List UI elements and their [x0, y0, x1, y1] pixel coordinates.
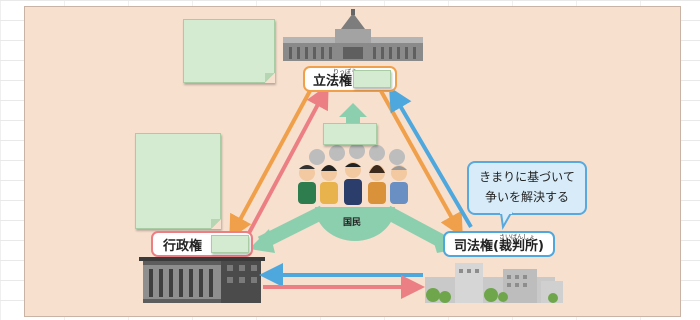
executive-node: 行政権 [151, 231, 253, 257]
citizens-label: 国民 [343, 218, 362, 228]
judicial-label: 司法権(裁判所) [454, 238, 544, 254]
judicial-callout: きまりに基づいて 争いを解決する [467, 161, 587, 215]
diagram-slide: りっぽう 立法権 行政権 さいばんしょ 司法権(裁判所) 国民 きまりに基づいて… [24, 6, 681, 317]
courthouse-icon [425, 263, 563, 303]
sticky-note-center [323, 123, 377, 145]
check-arrows [229, 84, 473, 299]
callout-line-1: きまりに基づいて [479, 170, 575, 184]
sticky-note-top-left [183, 19, 275, 83]
callout-line-2: 争いを解決する [484, 190, 569, 204]
sticky-note-left [135, 133, 221, 229]
legislative-sticky [353, 70, 391, 88]
citizens-group-icon [298, 143, 408, 205]
judicial-ruby: さいばんしょ [499, 234, 536, 241]
legislative-ruby: りっぽう [333, 69, 358, 76]
judicial-node: さいばんしょ 司法権(裁判所) [443, 231, 555, 257]
diet-building-icon [283, 9, 423, 61]
legislative-node: りっぽう 立法権 [303, 66, 397, 92]
executive-label: 行政権 [163, 238, 203, 254]
diagram-artwork [139, 9, 563, 303]
government-office-icon [139, 257, 265, 303]
legislative-label: 立法権 [313, 73, 353, 89]
executive-sticky [211, 235, 249, 253]
